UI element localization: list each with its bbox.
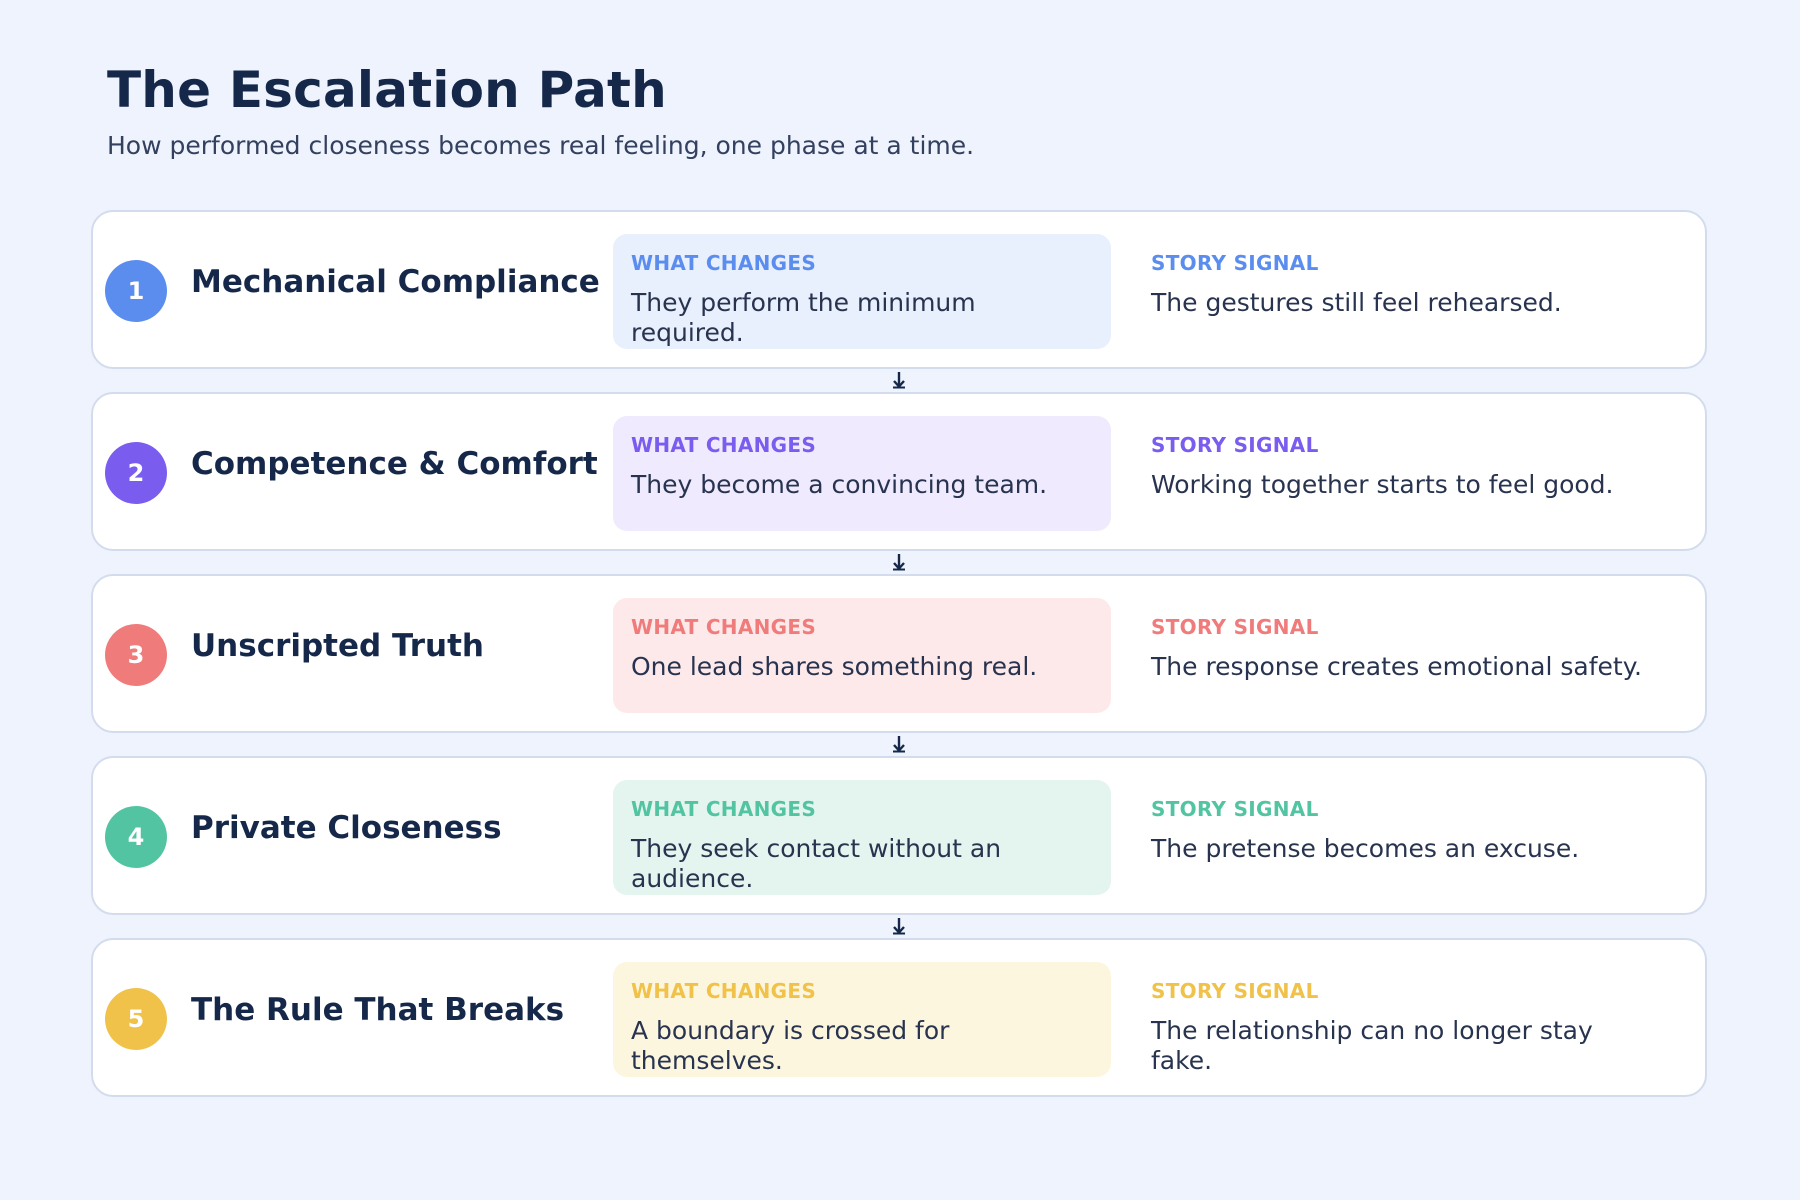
phase-row: 2 Competence & Comfort WHAT CHANGES They…: [91, 392, 1711, 574]
what-changes-panel: WHAT CHANGES One lead shares something r…: [613, 598, 1111, 713]
arrow-down-icon: [890, 371, 908, 389]
phase-card: 3 Unscripted Truth WHAT CHANGES One lead…: [91, 574, 1707, 733]
phase-title: Mechanical Compliance: [191, 264, 600, 300]
phase-card: 1 Mechanical Compliance WHAT CHANGES The…: [91, 210, 1707, 369]
page-title: The Escalation Path: [107, 61, 667, 119]
phase-number-badge: 4: [105, 806, 167, 868]
phase-number-badge: 5: [105, 988, 167, 1050]
phase-card: 2 Competence & Comfort WHAT CHANGES They…: [91, 392, 1707, 551]
story-signal-label: STORY SIGNAL: [1151, 979, 1319, 1003]
what-changes-text: They become a convincing team.: [631, 470, 1048, 499]
arrow-down-icon: [890, 553, 908, 571]
story-signal-text: The response creates emotional safety.: [1151, 652, 1642, 681]
what-changes-label: WHAT CHANGES: [631, 797, 817, 821]
story-signal-panel: STORY SIGNAL The relationship can no lon…: [1151, 962, 1651, 1090]
story-signal-label: STORY SIGNAL: [1151, 433, 1319, 457]
story-signal-panel: STORY SIGNAL The pretense becomes an exc…: [1151, 780, 1651, 878]
what-changes-panel: WHAT CHANGES They perform the minimum re…: [613, 234, 1111, 349]
phase-row: 4 Private Closeness WHAT CHANGES They se…: [91, 756, 1711, 938]
story-signal-panel: STORY SIGNAL The gestures still feel reh…: [1151, 234, 1651, 332]
phase-number-badge: 3: [105, 624, 167, 686]
what-changes-panel: WHAT CHANGES They seek contact without a…: [613, 780, 1111, 895]
arrow-down-icon: [890, 917, 908, 935]
what-changes-text: One lead shares something real.: [631, 652, 1038, 681]
what-changes-panel: WHAT CHANGES They become a convincing te…: [613, 416, 1111, 531]
arrow-down-icon: [890, 735, 908, 753]
story-signal-text: The gestures still feel rehearsed.: [1151, 288, 1562, 317]
what-changes-label: WHAT CHANGES: [631, 615, 817, 639]
what-changes-text: A boundary is crossed for themselves.: [631, 1016, 950, 1075]
what-changes-panel: WHAT CHANGES A boundary is crossed for t…: [613, 962, 1111, 1077]
phase-title: Private Closeness: [191, 810, 502, 846]
what-changes-label: WHAT CHANGES: [631, 433, 817, 457]
phase-number-badge: 2: [105, 442, 167, 504]
what-changes-label: WHAT CHANGES: [631, 979, 817, 1003]
story-signal-label: STORY SIGNAL: [1151, 797, 1319, 821]
story-signal-text: The pretense becomes an excuse.: [1151, 834, 1580, 863]
phase-number-badge: 1: [105, 260, 167, 322]
story-signal-panel: STORY SIGNAL Working together starts to …: [1151, 416, 1651, 514]
phase-row: 1 Mechanical Compliance WHAT CHANGES The…: [91, 210, 1711, 392]
phase-title: Unscripted Truth: [191, 628, 484, 664]
phase-title: Competence & Comfort: [191, 446, 598, 482]
what-changes-label: WHAT CHANGES: [631, 251, 817, 275]
story-signal-label: STORY SIGNAL: [1151, 615, 1319, 639]
phase-row: 5 The Rule That Breaks WHAT CHANGES A bo…: [91, 938, 1711, 1120]
phase-card: 5 The Rule That Breaks WHAT CHANGES A bo…: [91, 938, 1707, 1097]
story-signal-text: Working together starts to feel good.: [1151, 470, 1614, 499]
what-changes-text: They perform the minimum required.: [631, 288, 976, 347]
header: The Escalation Path How performed closen…: [107, 56, 974, 164]
phase-list: 1 Mechanical Compliance WHAT CHANGES The…: [91, 210, 1711, 1120]
phase-card: 4 Private Closeness WHAT CHANGES They se…: [91, 756, 1707, 915]
phase-row: 3 Unscripted Truth WHAT CHANGES One lead…: [91, 574, 1711, 756]
story-signal-panel: STORY SIGNAL The response creates emotio…: [1151, 598, 1651, 696]
what-changes-text: They seek contact without an audience.: [631, 834, 1002, 893]
story-signal-label: STORY SIGNAL: [1151, 251, 1319, 275]
page-subtitle: How performed closeness becomes real fee…: [107, 131, 975, 160]
story-signal-text: The relationship can no longer stay fake…: [1151, 1016, 1593, 1075]
phase-title: The Rule That Breaks: [191, 992, 565, 1028]
